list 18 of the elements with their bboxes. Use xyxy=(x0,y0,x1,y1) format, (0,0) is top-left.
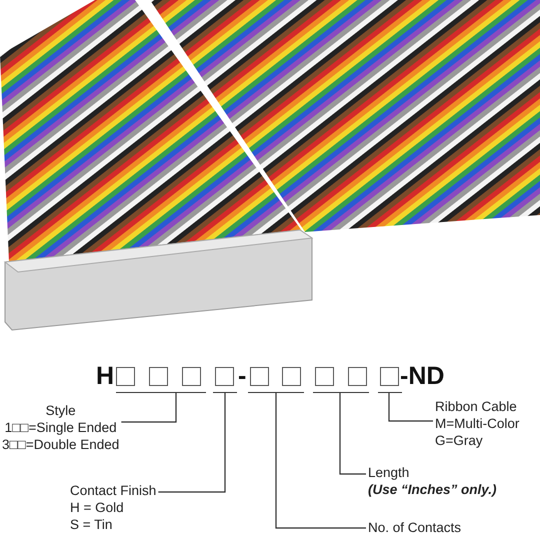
callout-text: Style 1□□=Single Ended 3□□=Double Ended xyxy=(2,402,120,453)
leader-line xyxy=(388,393,433,422)
code-placeholder-group xyxy=(378,367,402,393)
part-number-dash: - xyxy=(238,362,246,390)
code-placeholder-group xyxy=(248,367,304,393)
callout-text: Length (Use “Inches” only.) xyxy=(368,464,497,498)
code-placeholder-group xyxy=(116,367,206,393)
callout-text: No. of Contacts xyxy=(368,519,462,536)
leader-line xyxy=(339,393,366,475)
part-number-suffix: -ND xyxy=(400,362,444,390)
callout-text: Ribbon Cable M=Multi-Color G=Gray xyxy=(435,398,520,449)
callout-text: Contact Finish H = Gold S = Tin xyxy=(70,482,156,533)
leader-line xyxy=(275,393,366,529)
leader-line xyxy=(121,393,177,423)
part-number-prefix: H xyxy=(96,362,114,390)
code-placeholder-group xyxy=(313,367,369,393)
code-placeholder-group xyxy=(213,367,237,393)
leader-line xyxy=(158,393,226,493)
